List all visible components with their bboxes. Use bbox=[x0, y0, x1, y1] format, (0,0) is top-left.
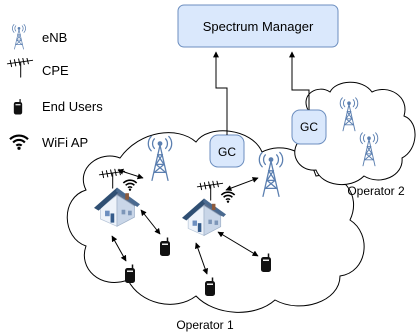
tower-icon bbox=[12, 23, 26, 50]
legend-end-users-label: End Users bbox=[42, 99, 103, 114]
legend-wifi-ap: WiFi AP bbox=[8, 134, 88, 151]
legend-wifi-ap-label: WiFi AP bbox=[42, 135, 88, 150]
spectrum-manager-box: Spectrum Manager bbox=[177, 4, 339, 48]
legend: eNB CPE End Users WiFi AP bbox=[6, 23, 103, 151]
legend-cpe: CPE bbox=[6, 58, 69, 78]
operator-1-label: Operator 1 bbox=[176, 318, 234, 332]
legend-end-users: End Users bbox=[13, 98, 103, 116]
gc-label-operator-2: GC bbox=[300, 120, 318, 134]
legend-enb-label: eNB bbox=[42, 30, 67, 45]
gc-box-operator-1: GC bbox=[209, 134, 245, 168]
legend-cpe-label: CPE bbox=[42, 63, 69, 78]
operator-2-label: Operator 2 bbox=[347, 184, 405, 198]
operator-2-cloud bbox=[293, 81, 416, 186]
mobile-device-icon bbox=[13, 98, 23, 116]
spectrum-manager-label: Spectrum Manager bbox=[203, 19, 314, 34]
legend-enb: eNB bbox=[12, 23, 67, 50]
gc-label-operator-1: GC bbox=[218, 145, 236, 159]
wifi-icon bbox=[8, 134, 30, 151]
gc-box-operator-2: GC bbox=[291, 109, 327, 145]
gc-to-spectrum-connectors bbox=[213, 51, 310, 135]
wireless-links bbox=[111, 168, 259, 275]
antenna-icon bbox=[6, 58, 34, 78]
